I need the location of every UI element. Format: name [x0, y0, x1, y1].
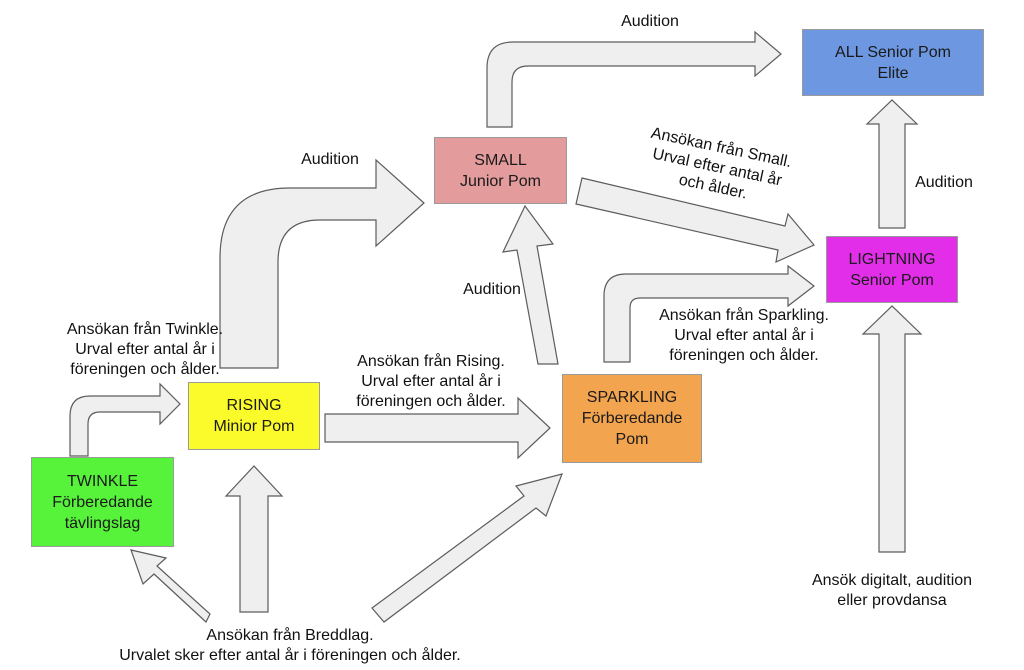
arrow-apply-to-lightning [861, 305, 923, 553]
arrow-small-to-allsenior [486, 30, 782, 128]
arrow-breddlag-to-sparkling [371, 473, 563, 623]
node-all-senior-pom-elite: ALL Senior Pom Elite [802, 29, 984, 96]
label-audition-rising-small: Audition [276, 150, 384, 170]
label-line: Ansökan från Sparkling. [659, 307, 829, 324]
label-line: Ansökan från Rising. [357, 353, 505, 370]
node-line: Pom [615, 431, 649, 448]
label-line: Audition [463, 281, 521, 298]
node-line: Minior Pom [213, 418, 295, 435]
node-line: Elite [877, 64, 909, 82]
node-line: Förberedande [581, 410, 683, 427]
node-line: TWINKLE [66, 472, 139, 490]
arrow-sparkling-to-small [501, 204, 559, 365]
arrow-rising-to-sparkling [324, 396, 551, 460]
label-line: Audition [621, 13, 679, 30]
label-line: Ansök digitalt, audition [811, 572, 973, 589]
arrow-twinkle-to-rising [69, 382, 181, 457]
label-line: Urvalet sker efter antal år i föreningen… [119, 647, 461, 664]
label-line: Urval efter antal år i [361, 373, 501, 390]
label-from-breddlag: Ansökan från Breddlag. Urvalet sker efte… [80, 626, 500, 666]
arrow-sparkling-to-lightning [603, 264, 815, 363]
node-line: SPARKLING [586, 389, 678, 406]
node-line: Senior Pom [850, 271, 934, 289]
label-apply-digital: Ansök digitalt, audition eller provdansa [790, 571, 994, 611]
label-audition-top: Audition [596, 12, 704, 32]
arrow-breddlag-to-rising [224, 465, 284, 613]
label-line: Ansökan från Breddlag. [206, 627, 374, 644]
arrow-lightning-to-allsenior [865, 99, 919, 229]
label-line: Urval efter antal år i [674, 327, 814, 344]
node-line: Junior Pom [460, 172, 541, 190]
label-line: Audition [915, 174, 973, 191]
arrow-breddlag-to-twinkle [130, 549, 211, 623]
label-line: föreningen och ålder. [356, 393, 506, 410]
node-small-junior-pom: SMALL Junior Pom [434, 137, 567, 204]
node-lightning-senior-pom: LIGHTNING Senior Pom [826, 236, 958, 303]
node-line: Förberedande [52, 493, 153, 511]
label-audition-sparkling-small: Audition [438, 280, 546, 300]
label-from-rising: Ansökan från Rising. Urval efter antal å… [330, 352, 532, 412]
label-audition-lightning: Audition [890, 173, 998, 193]
label-line: föreningen och ålder. [669, 347, 819, 364]
node-sparkling-forberedande-pom: SPARKLING Förberedande Pom [562, 374, 702, 463]
node-line: SMALL [474, 151, 527, 169]
arrow-rising-to-small [219, 158, 425, 369]
arrow-small-to-lightning [575, 177, 815, 264]
node-line: RISING [226, 397, 282, 414]
node-line: ALL Senior Pom [835, 43, 951, 61]
node-rising-minior-pom: RISING Minior Pom [188, 382, 320, 450]
node-line: LIGHTNING [848, 250, 936, 268]
label-line: Audition [301, 151, 359, 168]
label-from-twinkle: Ansökan från Twinkle. Urval efter antal … [38, 320, 252, 380]
label-line: eller provdansa [837, 592, 947, 609]
node-line: tävlingslag [64, 514, 141, 532]
label-line: föreningen och ålder. [70, 361, 220, 378]
node-twinkle-forberedande-tavlingslag: TWINKLE Förberedande tävlingslag [31, 457, 174, 547]
label-line: Ansökan från Twinkle. [66, 321, 224, 338]
label-from-sparkling: Ansökan från Sparkling. Urval efter anta… [636, 306, 852, 366]
label-line: Urval efter antal år i [75, 341, 215, 358]
